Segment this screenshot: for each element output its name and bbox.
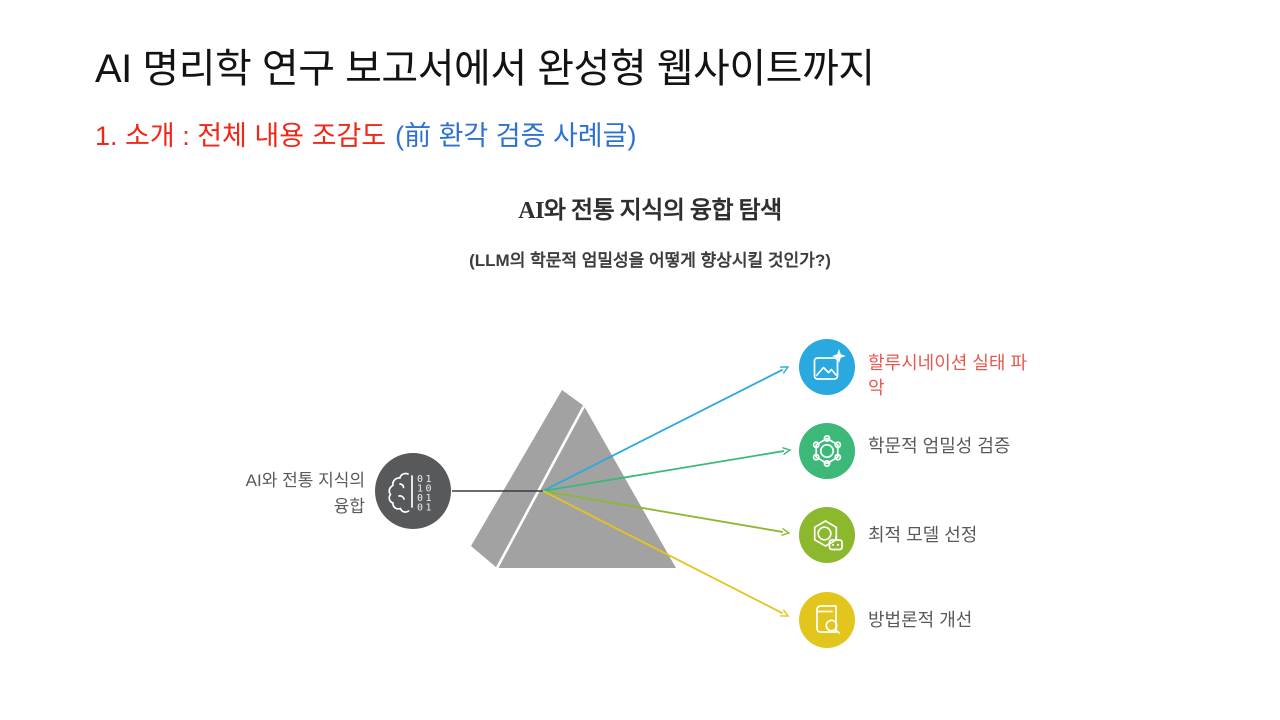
beam-line-methodology bbox=[542, 490, 790, 617]
molecule-node bbox=[823, 435, 831, 442]
sparkle bbox=[832, 349, 846, 363]
binary-row: 01 bbox=[417, 493, 434, 504]
image-sparkle-icon bbox=[799, 339, 855, 395]
output-label-rigor: 학문적 엄밀성 검증 bbox=[868, 436, 1011, 456]
section-heading-note: (前 환각 검증 사례글) bbox=[395, 121, 637, 151]
output-node-rigor bbox=[799, 423, 855, 479]
hexagon bbox=[813, 520, 838, 547]
beam-line-hallucination bbox=[542, 366, 790, 492]
source-label-line1: AI와 전통 지식의 bbox=[245, 471, 365, 490]
magnifier-lens bbox=[825, 619, 838, 632]
robot-eye bbox=[836, 543, 840, 546]
molecule-node bbox=[834, 441, 842, 449]
output-label-methodology: 방법론적 개선 bbox=[868, 610, 973, 630]
diagram-title: AI와 전통 지식의 융합 탐색 bbox=[518, 198, 782, 224]
book-search-icon bbox=[799, 592, 855, 648]
section-heading-main: 1. 소개 : 전체 내용 조감도 bbox=[95, 121, 387, 151]
output-node-model bbox=[799, 507, 855, 563]
output-label-hallucination: 할루시네이션 실태 파악 bbox=[868, 353, 1028, 398]
brain-binary-icon: 01 10 01 01 bbox=[375, 453, 451, 529]
molecule-node bbox=[823, 460, 831, 467]
output-node-methodology bbox=[799, 592, 855, 648]
diagram-subtitle: (LLM의 학문적 엄밀성을 어떻게 향상시킬 것인가?) bbox=[469, 251, 831, 270]
molecule-icon bbox=[799, 423, 855, 479]
page-title: AI 명리학 연구 보고서에서 완성형 웹사이트까지 bbox=[95, 47, 875, 91]
binary-row: 10 bbox=[417, 484, 434, 495]
robot-head bbox=[828, 539, 843, 551]
section-heading: 1. 소개 : 전체 내용 조감도 (前 환각 검증 사례글) bbox=[95, 114, 636, 153]
robot-eye bbox=[831, 543, 835, 546]
mountains bbox=[815, 366, 837, 377]
brain-outline bbox=[388, 472, 410, 513]
output-node-hallucination bbox=[799, 339, 855, 395]
source-label-line2: 융합 bbox=[333, 497, 365, 516]
picture-frame bbox=[813, 357, 839, 380]
binary-row: 01 bbox=[417, 503, 434, 514]
molecule-bonds bbox=[815, 437, 839, 465]
hexagon-robot-icon bbox=[799, 507, 855, 563]
source-node: 01 10 01 01 bbox=[375, 453, 451, 529]
book-cover bbox=[816, 605, 837, 633]
molecule-node bbox=[812, 441, 820, 449]
brain-detail bbox=[398, 483, 405, 500]
beam-line-model bbox=[542, 490, 791, 536]
molecule-node bbox=[812, 453, 820, 461]
beam-line-rigor bbox=[542, 447, 792, 492]
hexagon-core bbox=[817, 526, 832, 541]
molecule-core bbox=[819, 443, 835, 459]
output-label-model: 최적 모델 선정 bbox=[868, 525, 978, 545]
prism-shape bbox=[471, 390, 676, 568]
binary-row: 01 bbox=[417, 474, 434, 485]
prism-face-divider bbox=[495, 405, 586, 569]
source-label: AI와 전통 지식의 융합 bbox=[193, 468, 365, 520]
magnifier-handle bbox=[834, 628, 840, 634]
molecule-node bbox=[834, 453, 842, 461]
